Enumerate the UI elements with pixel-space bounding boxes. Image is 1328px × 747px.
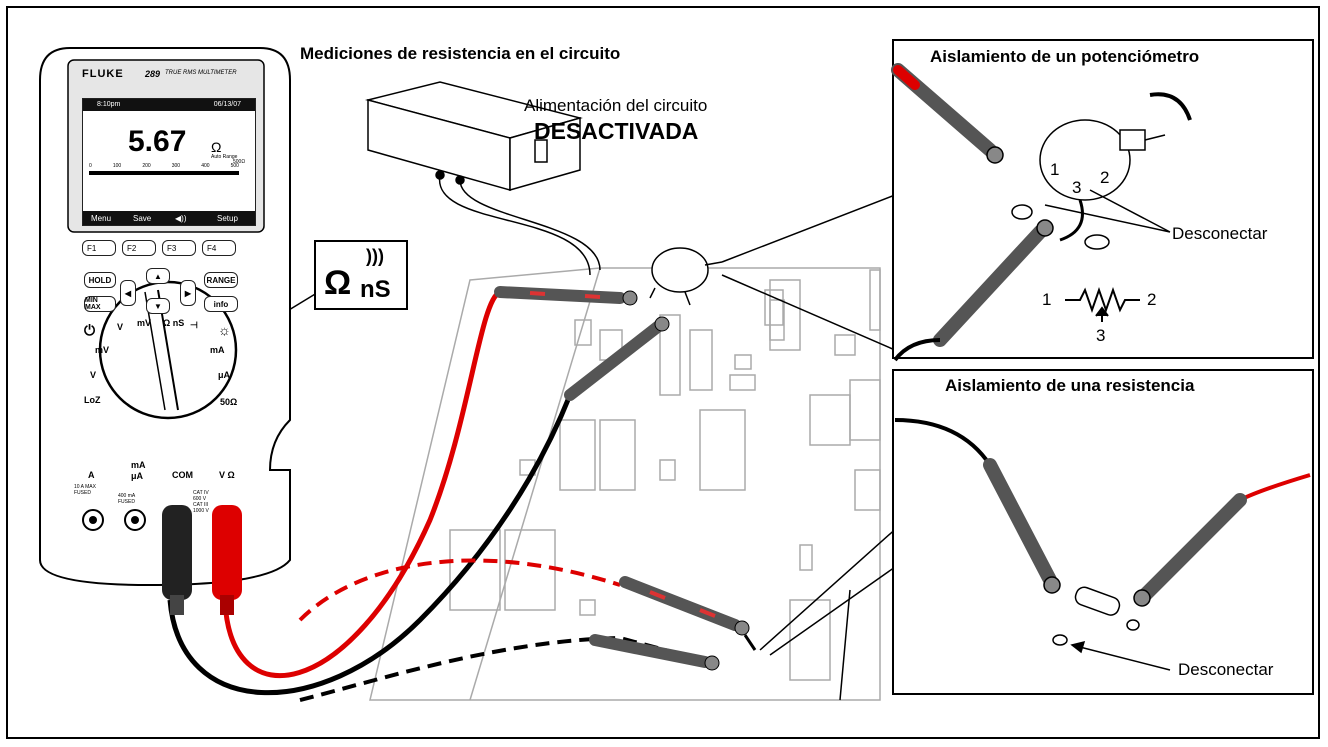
- power-label: Alimentación del circuito: [524, 96, 708, 115]
- meter-model: 289: [145, 69, 161, 79]
- power-supply: [365, 81, 601, 276]
- schematic-pin-3: 3: [1096, 326, 1106, 345]
- lcd-range-value: 500Ω: [233, 159, 246, 165]
- schematic-pin-1: 1: [1042, 290, 1052, 309]
- ohm-ns-callout: Ω nS ))): [314, 240, 408, 310]
- softkey-beeper[interactable]: ◀)): [175, 214, 187, 223]
- scale-tick: 100: [112, 163, 122, 169]
- f4-key[interactable]: F4: [202, 240, 236, 256]
- dial-ma: mA: [210, 345, 225, 355]
- lcd-date: 06/13/07: [213, 101, 241, 108]
- scale-tick: 0: [89, 163, 92, 169]
- board-potentiometer: [649, 247, 723, 306]
- dial-v-dc: V: [117, 322, 124, 332]
- red-probe: [494, 286, 638, 306]
- schematic-pin-2: 2: [1147, 290, 1157, 309]
- range-button[interactable]: RANGE: [204, 272, 238, 288]
- f3-key[interactable]: F3: [162, 240, 196, 256]
- jack-ma-label: mA: [131, 460, 146, 470]
- potentiometer-panel-title: Aislamiento de un potenciómetro: [930, 47, 1200, 66]
- potentiometer-detail: [891, 63, 1192, 362]
- power-state: DESACTIVADA: [534, 118, 699, 144]
- resistor-panel-title: Aislamiento de una resistencia: [945, 376, 1195, 395]
- jack-a-label: A: [88, 470, 95, 480]
- jack-com-label: COM: [172, 470, 193, 480]
- beeper-icon: ))): [366, 246, 384, 266]
- lcd-range-label: Auto Range: [211, 154, 238, 160]
- lcd-softkey-bar: Menu Save ◀)) Setup: [83, 211, 255, 225]
- jack-ua-label: μA: [131, 471, 144, 481]
- scale-tick: 400: [201, 163, 210, 169]
- dial-mv-ac: mV: [95, 345, 110, 355]
- power-icon: ⏻: [84, 322, 96, 338]
- lcd-reading: 5.67: [128, 125, 187, 158]
- callout-omega: Ω: [324, 264, 352, 302]
- black-probe: [564, 316, 670, 401]
- dial-v-ac: V: [90, 370, 97, 380]
- pot-pin-1: 1: [1050, 160, 1060, 179]
- callout-ns: nS: [360, 276, 391, 303]
- f1-key[interactable]: F1: [82, 240, 116, 256]
- pot-disconnect-label: Desconectar: [1172, 224, 1268, 243]
- lcd-status-bar: 8:10pm 06/13/07: [83, 99, 255, 111]
- f2-key[interactable]: F2: [122, 240, 156, 256]
- dial-diode: ⊣: [190, 320, 198, 330]
- backlight-icon: ☼: [218, 322, 231, 338]
- down-arrow-icon[interactable]: ▼: [146, 298, 170, 314]
- meter-model-desc: TRUE RMS MULTIMETER: [165, 70, 237, 76]
- scale-tick: 200: [142, 163, 151, 169]
- lcd-screen: 8:10pm 06/13/07 5.67 Ω Auto Range 500Ω 0…: [82, 98, 256, 226]
- cat-rating: CAT IV 600 V CAT III 1000 V: [193, 490, 209, 514]
- pot-pin-3: 3: [1072, 178, 1082, 197]
- softkey-menu[interactable]: Menu: [91, 214, 112, 223]
- info-button[interactable]: info: [204, 296, 238, 312]
- dashed-red-probe: [619, 576, 750, 636]
- up-arrow-icon[interactable]: ▲: [146, 268, 170, 284]
- left-arrow-icon[interactable]: ◀: [120, 280, 136, 306]
- pot-pin-2: 2: [1100, 168, 1110, 187]
- resistor-detail: [894, 418, 1311, 671]
- dial-mv-dc: mV: [137, 318, 152, 328]
- jack-v-ohm-label: V Ω: [219, 470, 235, 480]
- min-max-button[interactable]: MIN MAX: [84, 296, 116, 312]
- softkey-save[interactable]: Save: [133, 214, 152, 223]
- figure-frame: [6, 6, 1320, 739]
- dial-ohm-ns: Ω nS: [163, 318, 185, 328]
- jack-a-fuse: 10 A MAX FUSED: [74, 484, 96, 496]
- jack-ma-fuse: 400 mA FUSED: [118, 493, 135, 505]
- softkey-setup[interactable]: Setup: [217, 214, 238, 223]
- scale-tick: 500: [230, 163, 239, 169]
- lcd-time: 8:10pm: [97, 101, 121, 108]
- lcd-scale: 0 100 200 300 400 500: [89, 163, 239, 169]
- lcd-unit: Ω: [211, 139, 222, 155]
- dial-loz: LoZ: [84, 395, 101, 405]
- meter-brand: FLUKE: [82, 68, 124, 80]
- dashed-black-probe: [589, 634, 720, 671]
- main-title: Mediciones de resistencia en el circuito: [300, 44, 621, 63]
- resistor-disconnect-label: Desconectar: [1178, 660, 1274, 679]
- lcd-bargraph: [89, 171, 239, 175]
- dial-ua: μA: [218, 370, 231, 380]
- resistor-panel-box: [892, 369, 1314, 695]
- circuit-board: [369, 267, 881, 701]
- dial-50-ohm: 50Ω: [220, 397, 238, 407]
- right-arrow-icon[interactable]: ▶: [180, 280, 196, 306]
- scale-tick: 300: [171, 163, 181, 169]
- hold-button[interactable]: HOLD: [84, 272, 116, 288]
